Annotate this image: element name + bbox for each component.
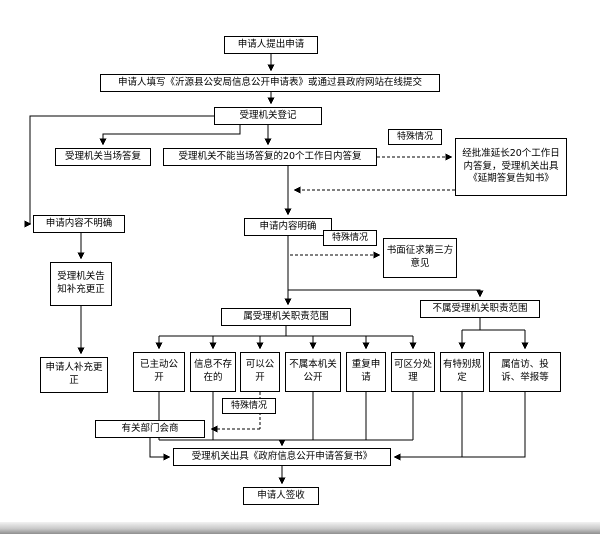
node-can-disclose: 可以公开 [240,352,280,392]
badge-special-case-3: 特殊情况 [222,398,276,414]
node-applicant-supplement: 申请人补充更正 [40,357,108,393]
node-register: 受理机关登记 [214,107,322,125]
node-not-this-authority: 不属本机关公开 [285,352,341,392]
node-third-party: 书面征求第三方意见 [383,238,457,278]
badge-special-case-1: 特殊情况 [388,129,442,145]
badge-special-case-2: 特殊情况 [323,230,377,246]
node-onspot-reply: 受理机关当场答复 [55,148,151,166]
node-repeat-application: 重复申请 [346,352,386,392]
node-in-scope: 属受理机关职责范围 [221,308,351,326]
node-content-unclear: 申请内容不明确 [33,215,125,233]
node-reply-20days: 受理机关不能当场答复的20个工作日内答复 [163,148,377,166]
node-notify-supplement: 受理机关告知补充更正 [50,262,112,306]
node-special-provisions: 有特别规定 [440,352,484,392]
node-fill-form: 申请人填写《沂源县公安局信息公开申请表》或通过县政府网站在线提交 [100,74,440,92]
node-extend-reply: 经批准延长20个工作日内答复，受理机关出具《延期答复告知书》 [455,138,567,196]
node-issue-reply: 受理机关出具《政府信息公开申请答复书》 [173,448,391,466]
node-applicant-sign: 申请人签收 [243,487,319,505]
node-dept-consultation: 有关部门会商 [95,420,205,438]
node-applicant-submit: 申请人提出申请 [224,36,318,54]
node-petition-complaint: 属信访、投诉、举报等 [489,352,561,392]
node-separable-handling: 可区分处理 [391,352,435,392]
node-already-disclosed: 已主动公开 [133,352,185,392]
node-out-of-scope: 不属受理机关职责范围 [420,300,540,318]
node-info-not-exist: 信息不存在的 [190,352,236,392]
node-content-clear: 申请内容明确 [244,218,332,236]
window-bottom-edge [0,522,600,534]
